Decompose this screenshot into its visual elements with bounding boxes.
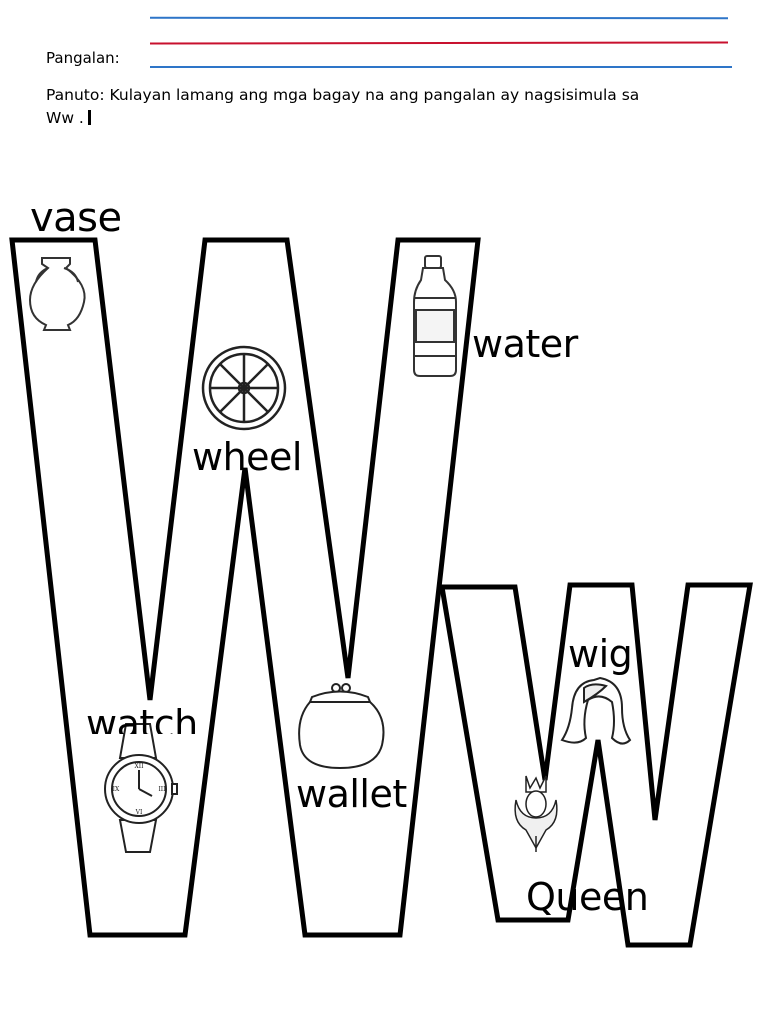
label-vase: vase	[30, 195, 122, 241]
label-wallet: wallet	[296, 772, 407, 816]
svg-text:IX: IX	[113, 786, 120, 793]
instruction-line-2-text: Ww .	[46, 109, 84, 127]
svg-text:III: III	[158, 786, 166, 793]
label-queen: Queen	[526, 875, 649, 919]
vase-icon	[28, 257, 86, 331]
queen-icon	[514, 775, 558, 852]
instruction-line-2: Ww .	[46, 108, 91, 128]
label-watch: watch	[86, 704, 198, 734]
label-water: water	[472, 322, 578, 366]
svg-text:XII: XII	[134, 763, 144, 770]
watch-icon: XII III VI IX	[104, 723, 178, 853]
lowercase-w-outline	[439, 582, 753, 948]
name-line-bottom	[150, 66, 732, 68]
uppercase-w-outline	[9, 237, 481, 938]
label-wheel: wheel	[192, 435, 302, 479]
wallet-icon	[298, 683, 385, 770]
label-wig: wig	[568, 632, 633, 676]
instruction-line-1: Panuto: Kulayan lamang ang mga bagay na …	[46, 86, 640, 104]
wig-icon	[560, 676, 632, 745]
name-label: Pangalan:	[46, 49, 120, 67]
water-bottle-icon	[413, 255, 457, 377]
svg-text:VI: VI	[135, 809, 143, 816]
text-cursor	[87, 110, 91, 125]
wheel-icon	[201, 345, 287, 431]
